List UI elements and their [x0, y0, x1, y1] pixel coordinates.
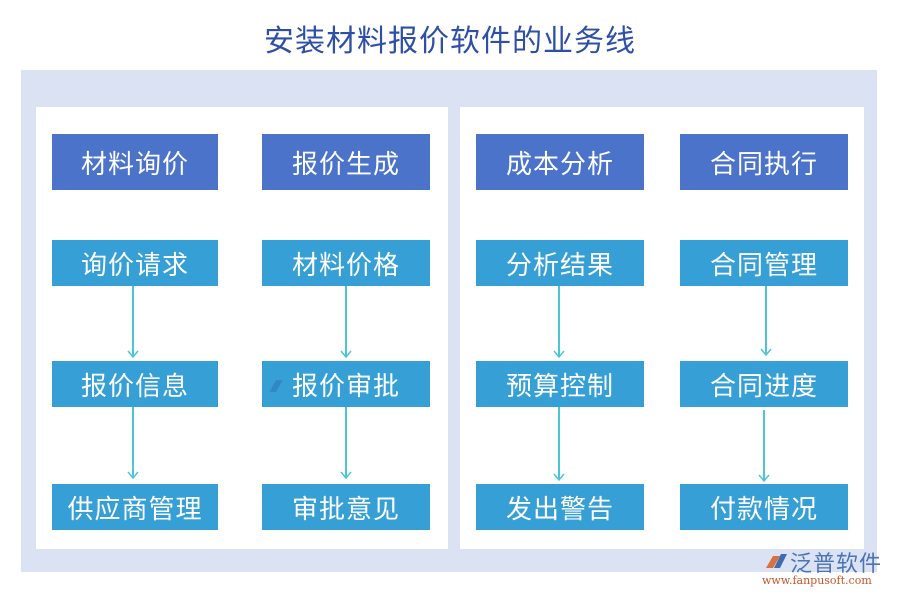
arrow-down-icon — [553, 286, 565, 358]
fanpu-logo-icon — [764, 550, 788, 572]
watermark-logo-icon — [266, 376, 286, 396]
header-box-cost-analysis: 成本分析 — [476, 134, 644, 190]
arrow-down-icon — [760, 286, 772, 356]
diagram-title: 安装材料报价软件的业务线 — [264, 24, 636, 59]
arrow-down-icon — [127, 286, 139, 358]
header-box-quote-generation: 报价生成 — [262, 134, 430, 190]
arrow-down-icon — [553, 407, 565, 481]
header-box-material-inquiry: 材料询价 — [52, 134, 218, 190]
step-box: 分析结果 — [476, 240, 644, 286]
arrow-down-icon — [340, 407, 352, 479]
step-box: 材料价格 — [262, 240, 430, 286]
step-box: 供应商管理 — [52, 484, 218, 530]
step-box: 合同管理 — [680, 240, 848, 286]
header-box-contract-execution: 合同执行 — [680, 134, 848, 190]
step-box: 合同进度 — [680, 361, 848, 407]
step-box: 预算控制 — [476, 361, 644, 407]
step-box: 审批意见 — [262, 484, 430, 530]
step-box: 询价请求 — [52, 240, 218, 286]
arrow-down-icon — [340, 286, 352, 358]
step-box: 报价信息 — [52, 361, 218, 407]
arrow-down-icon — [758, 410, 770, 482]
brand-url: www.fanpusoft.com — [762, 574, 872, 587]
arrow-down-icon — [127, 407, 139, 479]
brand-name: 泛普软件 — [790, 552, 883, 577]
brand-logo: 泛普软件 www.fanpusoft.com — [762, 546, 892, 592]
step-box: 报价审批 — [262, 361, 430, 407]
step-box: 付款情况 — [680, 484, 848, 530]
step-box: 发出警告 — [476, 484, 644, 530]
